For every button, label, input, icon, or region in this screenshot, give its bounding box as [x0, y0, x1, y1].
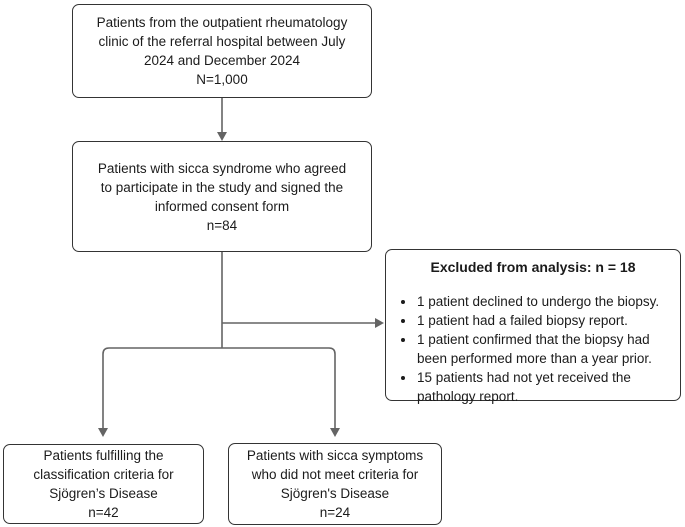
consented-patients-box: Patients with sicca syndrome who agreed …	[72, 141, 372, 252]
box-text-line: Sjögren's Disease	[280, 486, 390, 501]
excluded-bullet: 1 patient had a failed biopsy report.	[416, 311, 675, 330]
excluded-bullet: 1 patient declined to undergo the biopsy…	[416, 292, 675, 311]
excluded-bullet: 15 patients had not yet received the pat…	[416, 368, 675, 406]
box-count-line: n=84	[206, 217, 238, 233]
box-text-line: Patients with sicca syndrome who agreed	[97, 160, 347, 176]
source-population-box: Patients from the outpatient rheumatolog…	[72, 4, 372, 98]
excluded-bullet: 1 patient confirmed that the biopsy had …	[416, 330, 675, 368]
box-text-line: Patients from the outpatient rheumatolog…	[96, 15, 348, 30]
arrow-down-icon	[217, 132, 227, 141]
split-branch-line	[102, 347, 336, 429]
box-count-line: N=1,000	[196, 72, 248, 87]
box-text-line: Sjögren’s Disease	[49, 486, 158, 501]
arrow-right-icon	[375, 318, 384, 328]
box-text-line: 2024 and December 2024	[143, 53, 301, 68]
box-text-line: informed consent form	[154, 198, 290, 214]
box-text-line: Patients fulfilling the	[43, 448, 164, 463]
box-count-line: n=42	[88, 505, 119, 520]
excluded-bullet-list: 1 patient declined to undergo the biopsy…	[391, 292, 675, 406]
excluded-from-analysis-box: Excluded from analysis: n = 18 1 patient…	[385, 249, 681, 404]
criteria-met-box: Patients fulfilling the classification c…	[3, 444, 204, 524]
box-text-line: clinic of the referral hospital between …	[98, 34, 346, 49]
box-text-line: who did not meet criteria for	[251, 467, 419, 482]
arrow-down-icon	[330, 428, 340, 437]
box-text-line: classification criteria for	[33, 467, 174, 482]
criteria-not-met-box: Patients with sicca symptoms who did not…	[228, 443, 442, 525]
box-text-line: Patients with sicca symptoms	[246, 448, 424, 463]
arrow-down-icon	[98, 428, 108, 437]
excluded-title: Excluded from analysis: n = 18	[430, 259, 636, 275]
box-count-line: n=24	[319, 505, 351, 520]
box-text-line: to participate in the study and signed t…	[100, 179, 344, 195]
